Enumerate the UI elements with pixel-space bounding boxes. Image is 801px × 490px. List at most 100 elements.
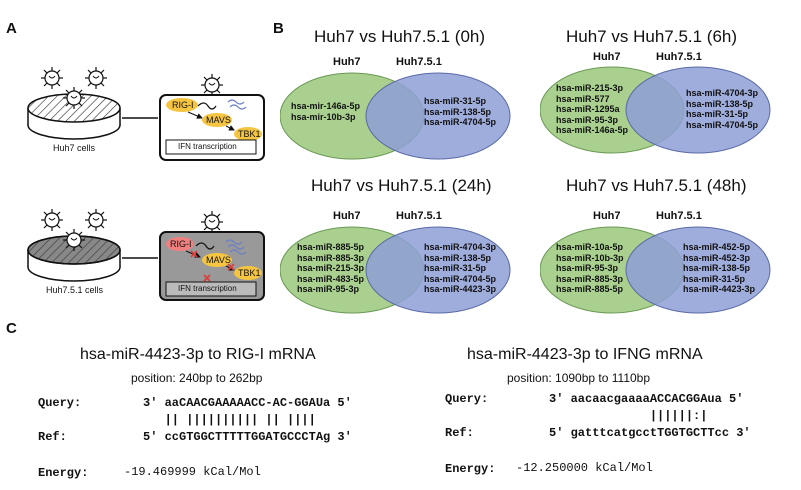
mirna-item: hsa-miR-31-5p <box>424 263 487 274</box>
virus-icon <box>85 209 107 231</box>
ifn-transcription-box <box>165 139 257 155</box>
venn-left-label: Huh7 <box>333 56 361 68</box>
mirna-item: hsa-miR-95-3p <box>556 263 619 274</box>
query-label: Query: <box>445 392 489 406</box>
energy-label: Energy: <box>445 462 496 476</box>
virus-icon <box>63 229 85 251</box>
venn-right-list: hsa-miR-4704-3p hsa-miR-138-5p hsa-miR-3… <box>424 242 496 295</box>
venn-right-circle <box>625 66 771 154</box>
query-sequence: 3' aaCAACGAAAAACC-AC-GGAUa 5' <box>143 396 352 410</box>
ref-sequence: 5' gatttcatgcctTGGTGCTTcc 3' <box>549 426 751 440</box>
mirna-item: hsa-miR-4704-5p <box>424 273 497 284</box>
ref-label: Ref: <box>445 426 474 440</box>
panel-letter-c: C <box>6 320 17 337</box>
venn-left-list: hsa-mir-146a-5p hsa-mir-10b-3p <box>291 101 360 122</box>
mirna-item: hsa-miR-577 <box>556 93 610 104</box>
venn-right-circle <box>625 226 771 314</box>
alignment-title: hsa-miR-4423-3p to IFNG mRNA <box>467 346 703 363</box>
mirna-item: hsa-miR-4423-3p <box>424 284 497 295</box>
tbk1-protein <box>234 266 262 280</box>
x-mark-icon <box>227 263 235 271</box>
mirna-item: hsa-miR-31-5p <box>683 273 746 284</box>
venn-left-label: Huh7 <box>593 210 621 222</box>
energy-value: -12.250000 kCal/Mol <box>516 461 653 475</box>
mavs-protein <box>202 113 232 127</box>
virus-icon <box>63 87 85 109</box>
venn-left-list: hsa-miR-885-5p hsa-miR-885-3p hsa-miR-21… <box>297 242 364 295</box>
mirna-item: hsa-miR-483-5p <box>297 273 365 284</box>
tbk1-label: TBK1 <box>238 268 261 278</box>
tbk1-protein <box>234 127 262 141</box>
panel-a-schematic <box>27 67 265 301</box>
venn-left-label: Huh7 <box>333 210 361 222</box>
mirna-item: hsa-miR-452-5p <box>683 242 751 252</box>
venn-diagram <box>280 72 511 160</box>
venn-right-list: hsa-miR-31-5p hsa-miR-138-5p hsa-miR-470… <box>424 96 496 128</box>
mirna-item: hsa-miR-1295a <box>556 104 620 115</box>
mirna-item: hsa-miR-95-3p <box>297 284 360 295</box>
venn-right-circle <box>365 226 511 314</box>
mirna-item: hsa-mir-10b-3p <box>291 111 356 122</box>
virus-icon <box>41 209 63 231</box>
ref-sequence: 5' ccGTGGCTTTTTGGATGCCCTAg 3' <box>143 430 352 444</box>
match-line: || |||||||||| || |||| <box>143 413 316 427</box>
venn-right-list: hsa-miR-452-5p hsa-miR-452-3p hsa-miR-13… <box>683 242 755 295</box>
venn-right-label: Huh7.5.1 <box>656 210 702 222</box>
mirna-item: hsa-miR-215-3p <box>297 263 365 274</box>
venn-right-label: Huh7.5.1 <box>396 210 442 222</box>
rig-i-inactive-protein <box>166 237 194 251</box>
mirna-item: hsa-miR-138-5p <box>424 106 492 117</box>
venn-title: Huh7 vs Huh7.5.1 (0h) <box>314 27 486 46</box>
huh751-cells-label: Huh7.5.1 cells <box>46 285 104 295</box>
mirna-item: hsa-miR-31-5p <box>686 109 749 120</box>
virus-icon <box>201 74 223 96</box>
venn-title: Huh7 vs Huh7.5.1 (48h) <box>566 176 747 195</box>
ifn-transcription-box <box>165 281 257 297</box>
huh7-dish <box>27 93 121 140</box>
alignment-position: position: 1090bp to 1110bp <box>507 371 651 385</box>
mavs-label: MAVS <box>206 255 231 265</box>
venn-left-list: hsa-miR-10a-5p hsa-miR-10b-3p hsa-miR-95… <box>556 242 624 295</box>
virus-icon <box>201 211 223 233</box>
query-sequence: 3' aacaacgaaaaACCACGGAua 5' <box>549 392 744 406</box>
match-line: ||||||:| <box>549 409 708 423</box>
mirna-item: hsa-miR-4704-3p <box>686 88 759 98</box>
venn-right-list: hsa-miR-4704-3p hsa-miR-138-5p hsa-miR-3… <box>686 88 758 130</box>
huh7-cells-label: Huh7 cells <box>53 143 96 153</box>
mavs-protein <box>202 253 232 267</box>
panel-letter-b: B <box>273 20 284 37</box>
venn-left-label: Huh7 <box>593 51 621 63</box>
mirna-item: hsa-miR-4704-3p <box>424 242 497 252</box>
mirna-item: hsa-miR-95-3p <box>556 114 619 125</box>
venn-title: Huh7 vs Huh7.5.1 (24h) <box>311 176 492 195</box>
query-label: Query: <box>38 396 82 410</box>
mirna-item: hsa-miR-4704-5p <box>686 119 759 130</box>
mirna-icon <box>227 99 247 110</box>
venn-right-label: Huh7.5.1 <box>396 56 442 68</box>
mirna-item: hsa-miR-885-3p <box>297 252 365 263</box>
virus-icon <box>41 67 63 89</box>
x-mark-icon <box>203 274 211 282</box>
mirna-icon <box>225 239 247 255</box>
mirna-item: hsa-miR-31-5p <box>424 96 487 106</box>
mirna-item: hsa-miR-885-3p <box>556 273 624 284</box>
tbk1-label: TBK1 <box>238 129 261 139</box>
venn-right-label: Huh7.5.1 <box>656 51 702 63</box>
mirna-item: hsa-miR-138-5p <box>686 98 754 109</box>
venn-diagram <box>540 66 771 154</box>
rig-i-protein <box>166 98 198 112</box>
energy-label: Energy: <box>38 466 89 480</box>
venn-diagram <box>280 226 511 314</box>
mirna-item: hsa-miR-4423-3p <box>683 284 756 295</box>
alignment-position: position: 240bp to 262bp <box>131 371 263 385</box>
mirna-item: hsa-miR-146a-5p <box>556 125 629 136</box>
mirna-item: hsa-miR-4704-5p <box>424 117 497 128</box>
mirna-item: hsa-miR-10a-5p <box>556 242 624 252</box>
mavs-label: MAVS <box>206 115 231 125</box>
ifn-transcription-label: IFN transcription <box>178 284 237 293</box>
panel-letter-a: A <box>6 20 17 37</box>
mirna-item: hsa-miR-10b-3p <box>556 252 624 263</box>
mirna-item: hsa-miR-885-5p <box>556 284 624 295</box>
x-mark-icon <box>190 250 198 258</box>
venn-left-list: hsa-miR-215-3p hsa-miR-577 hsa-miR-1295a… <box>556 83 628 136</box>
